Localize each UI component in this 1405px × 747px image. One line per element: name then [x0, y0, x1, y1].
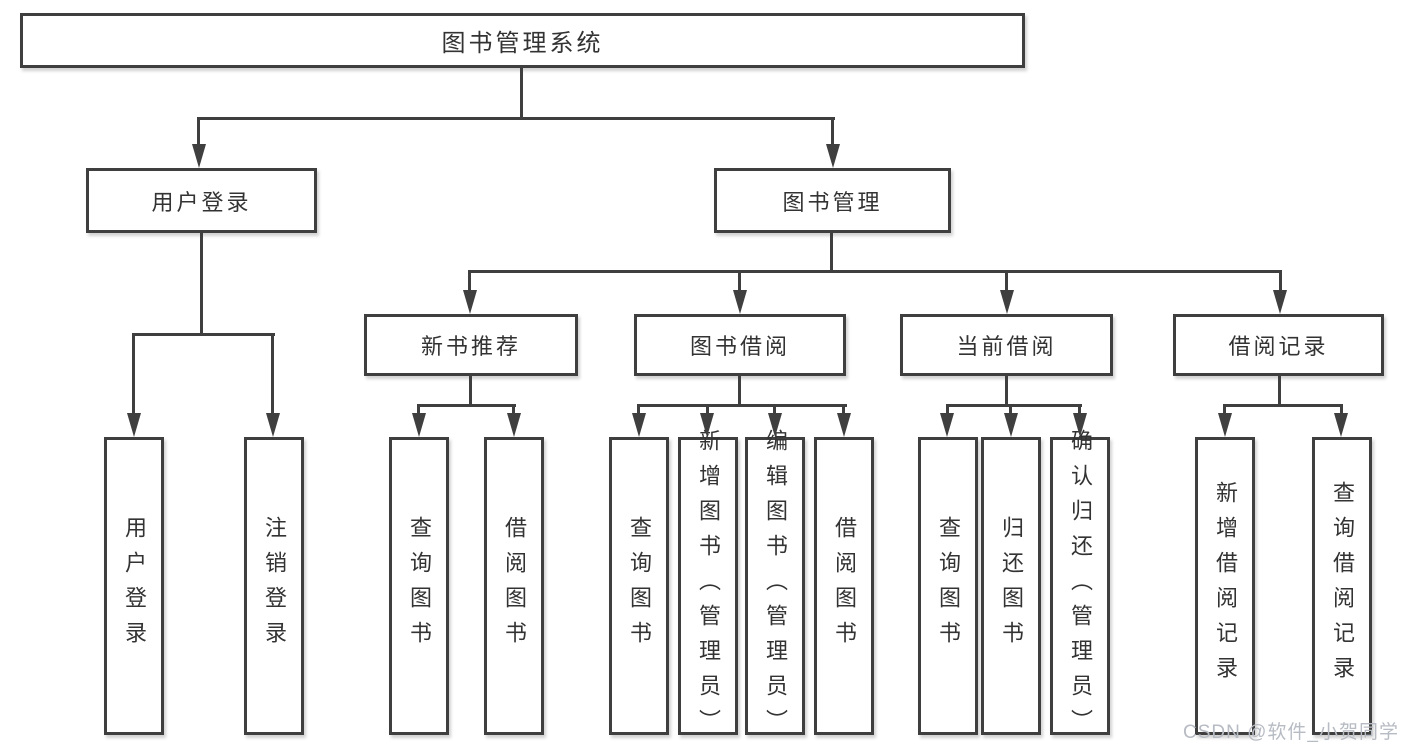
connector-line	[773, 404, 776, 417]
arrowhead-icon	[266, 413, 280, 437]
arrowhead-icon	[837, 413, 851, 437]
connector-line	[946, 404, 949, 417]
node-current-borrow: 当前借阅	[900, 314, 1113, 376]
connector-line	[1005, 270, 1008, 292]
node-borrow-records-label: 借阅记录	[1228, 334, 1329, 359]
leaf-borrow-borrow-book: 借阅图书	[814, 437, 874, 735]
connector-line	[520, 68, 523, 119]
arrowhead-icon	[768, 413, 782, 437]
arrowhead-icon	[733, 290, 747, 314]
node-book-borrow: 图书借阅	[634, 314, 846, 376]
leaf-user-login-label: 用户登录	[122, 516, 147, 656]
node-book-management-label: 图书管理	[782, 189, 883, 215]
connector-line	[1278, 376, 1281, 406]
leaf-record-add-label: 新增借阅记录	[1213, 481, 1238, 691]
leaf-current-query-label: 查询图书	[936, 516, 961, 656]
arrowhead-icon	[507, 413, 521, 437]
leaf-newbook-query-label: 查询图书	[407, 516, 432, 656]
leaf-current-return: 归还图书	[981, 437, 1041, 735]
connector-line	[200, 233, 203, 336]
leaf-user-login: 用户登录	[104, 437, 164, 735]
leaf-newbook-query: 查询图书	[389, 437, 449, 735]
connector-line	[637, 404, 640, 417]
leaf-borrow-add-book-label: 新增图书（管理员）	[696, 428, 721, 744]
leaf-borrow-edit-book: 编辑图书（管理员）	[745, 429, 805, 744]
node-book-management: 图书管理	[714, 168, 951, 233]
connector-line	[132, 333, 275, 336]
arrowhead-icon	[1004, 413, 1018, 437]
arrowhead-icon	[1073, 413, 1087, 437]
connector-line	[197, 117, 200, 147]
connector-line	[830, 233, 833, 273]
leaf-current-confirm-return: 确认归还（管理员）	[1050, 429, 1110, 744]
connector-line	[417, 404, 420, 417]
connector-line	[1005, 376, 1008, 406]
connector-line	[469, 376, 472, 406]
connector-line	[197, 117, 835, 120]
arrowhead-icon	[940, 413, 954, 437]
connector-line	[512, 404, 515, 417]
connector-line	[1223, 404, 1226, 417]
leaf-record-query: 查询借阅记录	[1312, 437, 1372, 735]
connector-line	[738, 270, 741, 292]
leaf-borrow-query: 查询图书	[609, 437, 669, 735]
arrowhead-icon	[1334, 413, 1348, 437]
node-new-book-recommend: 新书推荐	[364, 314, 578, 376]
leaf-newbook-borrow: 借阅图书	[484, 437, 544, 735]
connector-line	[637, 404, 847, 407]
node-borrow-records: 借阅记录	[1173, 314, 1384, 376]
connector-line	[706, 404, 709, 417]
leaf-current-return-label: 归还图书	[999, 516, 1024, 656]
arrowhead-icon	[412, 413, 426, 437]
arrowhead-icon	[700, 413, 714, 437]
leaf-borrow-query-label: 查询图书	[627, 516, 652, 656]
connector-line	[738, 376, 741, 406]
arrowhead-icon	[826, 144, 840, 168]
node-book-borrow-label: 图书借阅	[689, 334, 790, 359]
leaf-newbook-borrow-label: 借阅图书	[502, 516, 527, 656]
arrowhead-icon	[463, 290, 477, 314]
node-current-borrow-label: 当前借阅	[956, 334, 1057, 359]
connector-line	[1009, 404, 1012, 417]
csdn-watermark: CSDN @软件_小贺同学	[1183, 722, 1399, 743]
arrowhead-icon	[632, 413, 646, 437]
connector-line	[132, 333, 135, 417]
leaf-logout-label: 注销登录	[262, 516, 287, 656]
arrowhead-icon	[192, 144, 206, 168]
connector-line	[1078, 404, 1081, 417]
leaf-borrow-edit-book-label: 编辑图书（管理员）	[763, 428, 788, 744]
node-user-login-label: 用户登录	[151, 189, 252, 215]
leaf-current-query: 查询图书	[918, 437, 978, 735]
leaf-logout: 注销登录	[244, 437, 304, 735]
connector-line	[468, 270, 1282, 273]
connector-line	[1279, 270, 1282, 292]
leaf-record-add: 新增借阅记录	[1195, 437, 1255, 735]
connector-line	[1340, 404, 1343, 417]
leaf-borrow-add-book: 新增图书（管理员）	[678, 429, 738, 744]
connector-line	[271, 333, 274, 417]
leaf-current-confirm-return-label: 确认归还（管理员）	[1068, 428, 1093, 744]
arrowhead-icon	[1273, 290, 1287, 314]
connector-line	[946, 404, 1082, 407]
arrowhead-icon	[1000, 290, 1014, 314]
connector-line	[842, 404, 845, 417]
node-user-login: 用户登录	[86, 168, 317, 233]
connector-line	[1223, 404, 1343, 407]
connector-line	[831, 117, 834, 147]
connector-line	[417, 404, 516, 407]
node-root-label: 图书管理系统	[441, 30, 604, 57]
arrowhead-icon	[1218, 413, 1232, 437]
node-new-book-recommend-label: 新书推荐	[420, 334, 521, 359]
arrowhead-icon	[127, 413, 141, 437]
connector-line	[468, 270, 471, 292]
leaf-record-query-label: 查询借阅记录	[1330, 481, 1355, 691]
node-root: 图书管理系统	[20, 13, 1025, 68]
leaf-borrow-borrow-book-label: 借阅图书	[832, 516, 857, 656]
